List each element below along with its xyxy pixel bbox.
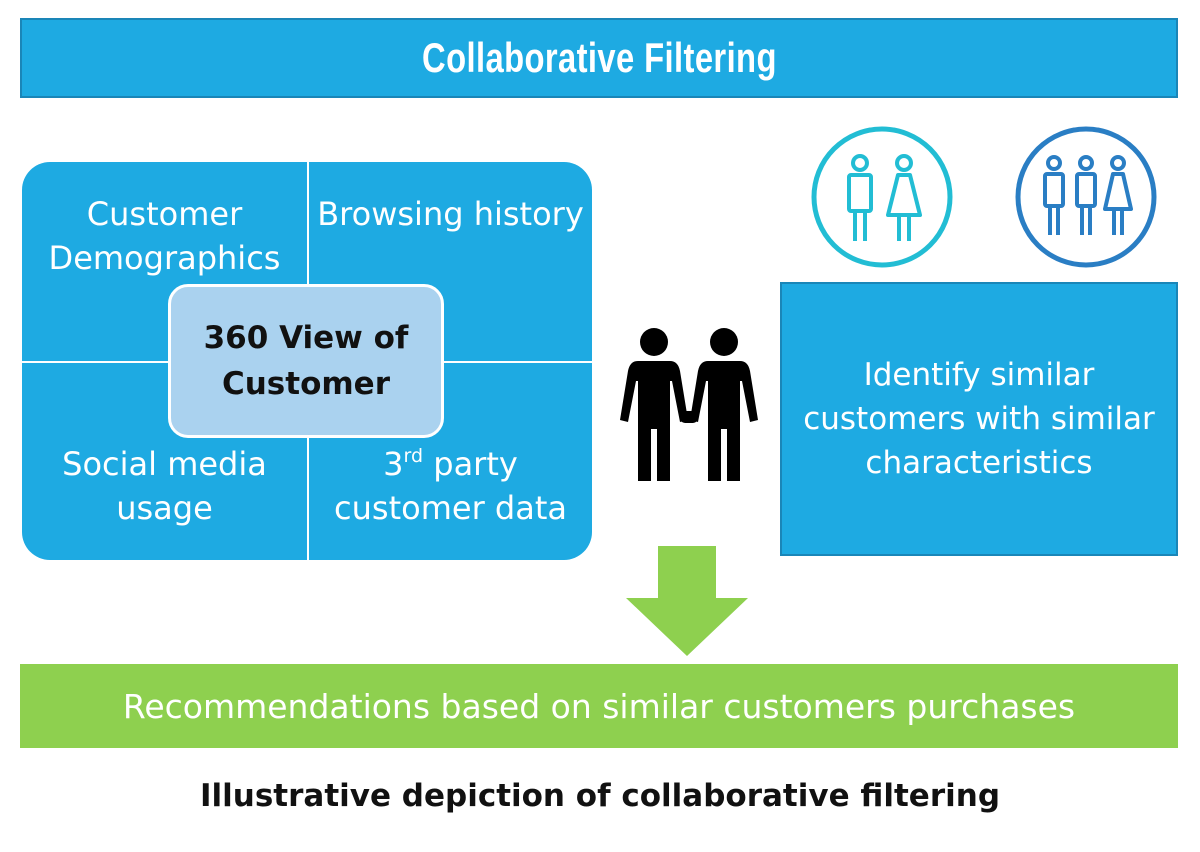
down-arrow-icon bbox=[626, 546, 748, 656]
customer-view-quadrant: Customer Demographics Browsing history S… bbox=[22, 162, 592, 560]
customer-data-line: customer data bbox=[334, 489, 567, 527]
browsing-history-label: Browsing history bbox=[317, 195, 584, 233]
similar-customers-box: Identify similar customers with similar … bbox=[780, 282, 1178, 556]
recommendations-label: Recommendations based on similar custome… bbox=[122, 686, 1076, 726]
customer-360-label: 360 View of Customer bbox=[203, 320, 409, 402]
similar-customers-label: Identify similar customers with similar … bbox=[803, 357, 1155, 481]
figure-caption: Illustrative depiction of collaborative … bbox=[199, 778, 1001, 814]
title-bar: Collaborative Filtering bbox=[20, 18, 1178, 98]
recommendations-bar: Recommendations based on similar custome… bbox=[20, 664, 1178, 748]
man-woman-circle-icon bbox=[811, 126, 953, 268]
two-people-holding-hands-icon bbox=[620, 328, 758, 481]
customer-360-box: 360 View of Customer bbox=[168, 284, 444, 438]
third-party-number: 3 bbox=[383, 445, 404, 483]
third-party-superscript: rd bbox=[403, 445, 424, 467]
social-media-usage-label: Social media usage bbox=[62, 445, 267, 527]
customer-demographics-label: Customer Demographics bbox=[48, 195, 281, 277]
page-title: Collaborative Filtering bbox=[421, 34, 777, 81]
third-party-word: party bbox=[423, 445, 518, 483]
group-of-three-circle-icon bbox=[1015, 126, 1157, 268]
third-party-data-label: 3rd party customer data bbox=[309, 442, 592, 530]
